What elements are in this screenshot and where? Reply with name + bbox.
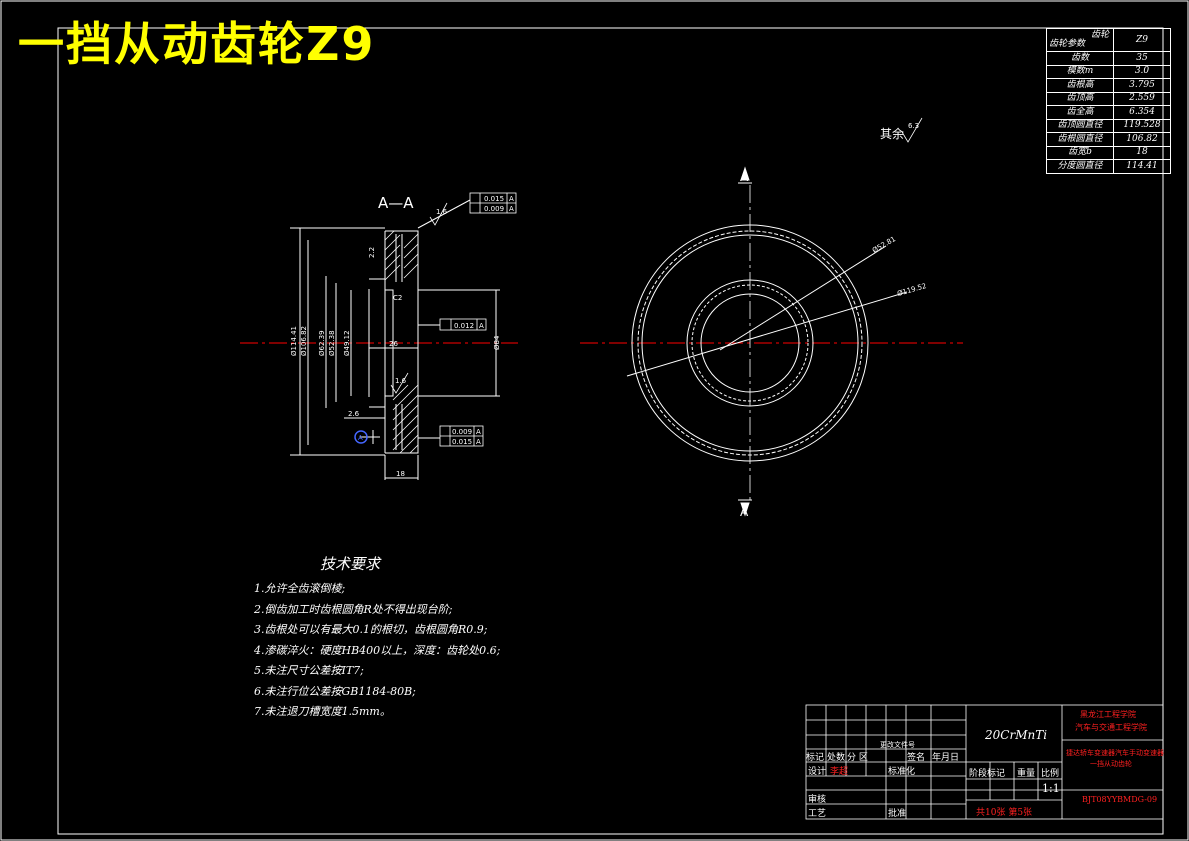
dim-d6: Ø84: [493, 335, 501, 350]
param-header-value: Z9: [1113, 28, 1171, 52]
param-key: 齿根高: [1046, 78, 1114, 93]
tb-zone: 分 区: [847, 753, 868, 763]
tech-item: 6.未注行位公差按GB1184-80B;: [254, 684, 416, 698]
tol-4-datum: A: [476, 428, 481, 436]
tol-3: 0.012: [454, 322, 474, 330]
param-key: 齿顶高: [1046, 91, 1114, 106]
inner-frame: [57, 27, 1164, 835]
param-key: 齿全高: [1046, 105, 1114, 120]
param-value: 18: [1113, 145, 1171, 160]
tol-5-datum: A: [476, 438, 481, 446]
dim-c2b: 2.2: [368, 247, 376, 258]
technical-requirements: 技术要求 1.允许全齿滚倒棱; 2.倒齿加工时齿根圆角R处不得出现台阶; 3.齿…: [254, 553, 500, 724]
roughness-symbol-2: [390, 372, 409, 394]
material: 20CrMnTi: [985, 728, 1048, 742]
param-value: 2.559: [1113, 91, 1171, 106]
tol-3-datum: A: [479, 322, 484, 330]
dim-w2-6: 2.6: [348, 410, 360, 418]
section-arrows: [738, 166, 752, 517]
tol-4: 0.009: [452, 428, 472, 436]
tb-docno: 更改文件号: [880, 741, 915, 749]
front-view: [626, 224, 908, 462]
tb-weight: 重量: [1017, 769, 1036, 779]
tb-process: 工艺: [808, 809, 827, 819]
drawing-number: BJT08YYBMDG-09: [1082, 795, 1158, 804]
tolerance-frames: [439, 192, 517, 447]
param-value: 3.795: [1113, 78, 1171, 93]
drawing-title: 一挡从动齿轮Z9: [18, 17, 376, 71]
datum-a-letter: A: [358, 434, 363, 442]
tech-item: 1.允许全齿滚倒棱;: [254, 582, 346, 595]
datum-a-symbol: [354, 430, 368, 444]
tech-item: 7.未注退刀槽宽度1.5mm。: [254, 705, 391, 718]
param-table-header: 齿轮 齿轮参数: [1046, 28, 1114, 52]
section-arrow-label-bottom: A: [740, 505, 749, 519]
tb-mark: 标记: [806, 753, 825, 763]
rest-roughness-label: 其余: [880, 127, 905, 141]
tb-approve: 批准: [888, 809, 907, 819]
param-value: 114.41: [1113, 159, 1171, 174]
tech-title: 技术要求: [320, 555, 381, 573]
circle-dim-1: Ø52.81: [871, 235, 897, 255]
tol-1: 0.015: [484, 195, 504, 203]
param-header-param: 齿轮参数: [1049, 39, 1086, 49]
param-key: 齿根圆直径: [1046, 132, 1114, 147]
dim-c2: C2: [393, 294, 402, 302]
school-name: 黑龙江工程学院: [1080, 710, 1136, 719]
section-view: [290, 199, 500, 480]
dim-d3: Ø62.39: [318, 330, 326, 356]
project-name: 捷达轿车变速器汽车手动变速器: [1066, 749, 1164, 757]
param-value: 35: [1113, 51, 1171, 66]
tol-2: 0.009: [484, 205, 504, 213]
dim-d1: Ø114.41: [290, 326, 298, 356]
tb-count: 处数: [827, 753, 846, 763]
dim-d5: Ø49.12: [343, 330, 351, 356]
section-title: A—A: [378, 194, 414, 212]
tb-designer: 李超: [830, 767, 849, 777]
tb-standard: 标准化: [888, 767, 916, 777]
tech-item: 3.齿根处可以有最大0.1的根切，齿根圆角R0.9;: [254, 623, 488, 636]
roughness-symbol-1: [429, 202, 448, 226]
sheet-count: 共10张 第5张: [976, 808, 1033, 818]
dim-w26: 26: [389, 340, 398, 348]
tb-stage: 阶段标记: [969, 769, 1006, 779]
param-value: 6.354: [1113, 105, 1171, 120]
tol-1-datum: A: [509, 195, 514, 203]
tb-ratio: 比例: [1041, 769, 1060, 779]
param-key: 齿顶圆直径: [1046, 118, 1114, 133]
tb-sign: 签名: [907, 753, 926, 763]
param-key: 分度圆直径: [1046, 159, 1114, 174]
circle-dim-2: Ø119.52: [896, 282, 927, 298]
dim-d2: Ø106.82: [300, 326, 308, 356]
param-value: 119.528: [1113, 118, 1171, 133]
roughness-3: 6.3: [908, 122, 919, 130]
param-key: 模数m: [1046, 64, 1114, 79]
tb-review: 审核: [808, 795, 827, 805]
tb-design: 设计: [808, 767, 827, 777]
tol-5: 0.015: [452, 438, 472, 446]
dim-w18: 18: [396, 470, 405, 478]
section-arrow-label-top: A: [740, 170, 749, 184]
part-name: 一挡从动齿轮: [1090, 760, 1132, 768]
param-key: 齿宽b: [1046, 145, 1114, 160]
tech-item: 4.渗碳淬火：硬度HB400以上，深度：齿轮处0.6;: [254, 643, 501, 657]
roughness-symbol-3: [901, 117, 923, 143]
tol-2-datum: A: [509, 205, 514, 213]
roughness-2: 1.6: [395, 377, 407, 385]
tech-item: 2.倒齿加工时齿根圆角R处不得出现台阶;: [254, 602, 453, 616]
dim-d4: Ø52.38: [328, 330, 336, 356]
param-key: 齿数: [1046, 51, 1114, 66]
college-name: 汽车与交通工程学院: [1075, 723, 1147, 732]
scale-value: 1:1: [1042, 782, 1060, 795]
param-value: 106.82: [1113, 132, 1171, 147]
param-value: 3.0: [1113, 64, 1171, 79]
title-block-grid: [805, 704, 1164, 820]
tech-item: 5.未注尺寸公差按IT7;: [254, 664, 364, 677]
param-header-gear: 齿轮: [1090, 30, 1109, 40]
tb-date: 年月日: [932, 753, 960, 763]
